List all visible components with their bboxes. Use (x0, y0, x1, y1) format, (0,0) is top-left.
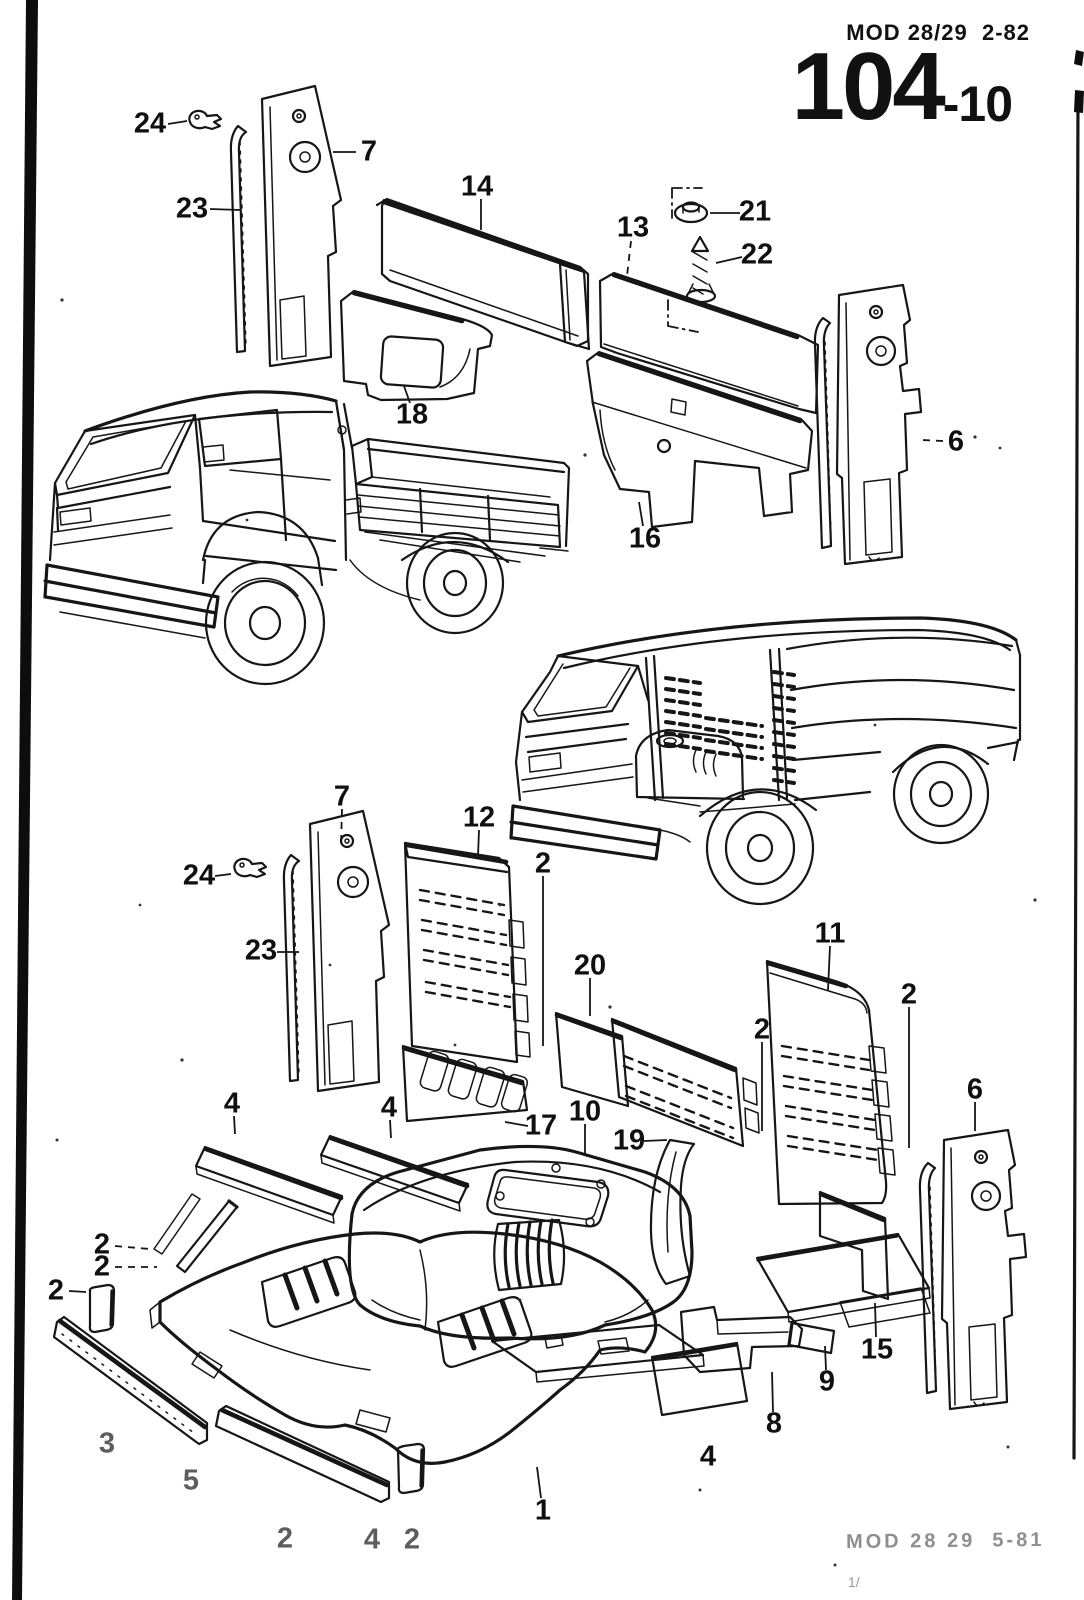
part-3-sill-strip (52, 1315, 209, 1446)
leader-line-24 (167, 120, 188, 125)
part-callout-2: 2 (276, 1522, 294, 1555)
part-callout-2: 2 (93, 1250, 111, 1283)
photocopy-specks (55, 298, 1037, 1567)
part-2-sliver-b (175, 1199, 239, 1274)
part-callout-20: 20 (573, 949, 607, 982)
leader-line-17 (504, 1121, 529, 1127)
header-code: MOD 28/29 2-82 (846, 20, 1030, 45)
part-11-quilted-panel (765, 959, 896, 1206)
part-callout-5: 5 (182, 1464, 200, 1497)
part-callout-14: 14 (460, 170, 494, 203)
strip-end-pad (396, 1442, 426, 1495)
part-13-panel (558, 262, 820, 415)
page-number-suffix: -10 (942, 75, 1013, 132)
part-20-panel-group (554, 1011, 760, 1148)
part-21-grommet (673, 201, 709, 224)
leader-line-23 (209, 208, 241, 211)
leader-line-18 (403, 385, 411, 404)
part-2-sliver-a (153, 1193, 201, 1255)
part-callout-12: 12 (462, 801, 496, 834)
part-callout-19: 19 (612, 1124, 646, 1157)
panel-van-illustration (509, 616, 1022, 906)
part-callout-16: 16 (628, 522, 662, 555)
leader-line-16 (638, 501, 644, 527)
part-12-quilted-panel (403, 841, 531, 1064)
page-edge-line-right (1072, 94, 1080, 1460)
leader-line-9 (824, 1345, 827, 1371)
leader-line-12 (477, 829, 480, 857)
part-4-mat-mid (319, 1134, 470, 1212)
part-callout-4: 4 (699, 1440, 717, 1473)
part-17-pocket-panel (401, 1044, 529, 1123)
floor-mat-right-b (839, 1287, 931, 1328)
leader-line-2 (68, 1290, 87, 1293)
part-callout-4: 4 (223, 1087, 241, 1120)
binding-bar-left (12, 0, 38, 1600)
part-callout-18: 18 (395, 398, 429, 431)
part-18-panel (339, 289, 494, 402)
part-19-side-bracket (649, 1138, 696, 1286)
part-15-panel (818, 1190, 890, 1301)
footer-stamp: MOD 28 29 5-81 (845, 1528, 1045, 1554)
part-callout-9: 9 (818, 1365, 836, 1398)
part-10-engine-cover (347, 1144, 694, 1349)
part-2-pad (88, 1283, 116, 1334)
part-1-cab-floor-mat (149, 1230, 658, 1465)
footer-mark: 1/ (848, 1574, 860, 1590)
part-callout-23: 23 (175, 192, 209, 225)
part-callout-11: 11 (814, 917, 846, 950)
page-number: 104-10 (791, 33, 1013, 140)
leader-line-2 (114, 1245, 151, 1250)
part-callout-4: 4 (363, 1523, 381, 1556)
leader-line-22 (715, 256, 743, 264)
part-callout-8: 8 (765, 1407, 783, 1440)
part-callout-22: 22 (740, 238, 774, 271)
part-callout-23: 23 (244, 934, 278, 967)
leader-line-15 (874, 1302, 877, 1338)
part-callout-13: 13 (616, 211, 650, 244)
edge-mark-top (1074, 50, 1084, 66)
leader-line-6 (921, 439, 944, 442)
part-callout-2: 2 (753, 1013, 771, 1046)
leader-line-7 (340, 808, 343, 847)
part-callout-15: 15 (860, 1333, 894, 1366)
part-callout-10: 10 (568, 1095, 602, 1128)
floor-mat-right-a (755, 1232, 931, 1323)
pickup-truck-illustration (43, 390, 571, 686)
part-callout-2: 2 (534, 847, 552, 880)
part-4-mat-bottom (650, 1341, 749, 1417)
part-callout-1: 1 (534, 1494, 552, 1527)
part-callout-6: 6 (947, 425, 965, 458)
leader-line-8 (771, 1371, 774, 1413)
edge-mark-upper (1074, 90, 1084, 113)
part-callout-21: 21 (738, 195, 772, 228)
page-number-main: 104 (791, 33, 946, 140)
part-9-pad (787, 1321, 836, 1355)
part-callout-2: 2 (403, 1523, 421, 1556)
part-callout-7: 7 (333, 780, 351, 813)
part-callout-7: 7 (360, 135, 378, 168)
part-callout-2: 2 (900, 978, 918, 1011)
leader-line-19 (643, 1139, 668, 1142)
part-callout-6: 6 (966, 1073, 984, 1106)
part-callout-2: 2 (47, 1274, 65, 1307)
part-callout-4: 4 (380, 1091, 398, 1124)
part-callout-24: 24 (182, 859, 216, 892)
part-16-panel (585, 350, 814, 529)
part-callout-2: 2 (93, 1228, 111, 1261)
leader-line-13 (626, 240, 632, 277)
leader-line-4 (389, 1119, 392, 1139)
part-callout-3: 3 (98, 1427, 116, 1460)
leader-line-4 (233, 1115, 236, 1135)
part-callout-17: 17 (524, 1109, 558, 1142)
part-4-mat-left (194, 1145, 344, 1224)
leader-line-24 (214, 873, 232, 877)
part-callout-24: 24 (133, 107, 167, 140)
leader-line-11 (827, 945, 831, 991)
part-5-sill-strip (214, 1404, 391, 1504)
leader-line-1 (536, 1466, 542, 1499)
